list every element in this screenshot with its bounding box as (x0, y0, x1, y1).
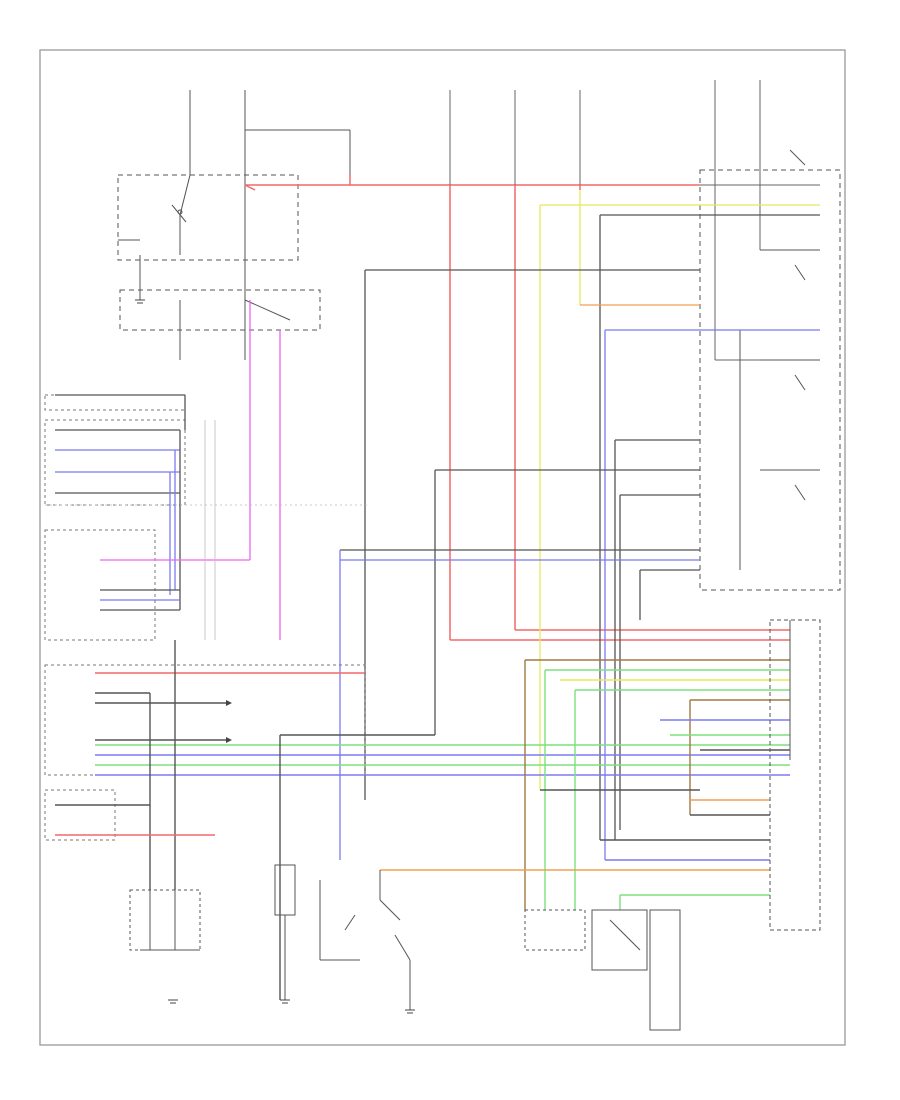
diagram-border (39, 49, 846, 1046)
ecu-connector (769, 619, 821, 931)
ecu-bus (380, 659, 790, 910)
gray-reference-lines (45, 420, 370, 640)
power-feed-red (244, 175, 790, 641)
relay-block-right (699, 149, 841, 591)
meter-bus (55, 640, 790, 1000)
bottom-components (129, 864, 681, 1031)
fuse-feeds (449, 80, 820, 361)
ground-symbols-bottom (168, 999, 415, 1014)
ignition-switch-area (117, 90, 351, 360)
meter-connectors (226, 700, 232, 743)
left-wiring (55, 300, 281, 640)
relay-block-inputs (339, 190, 820, 860)
ground-symbol-top-left (135, 299, 145, 304)
